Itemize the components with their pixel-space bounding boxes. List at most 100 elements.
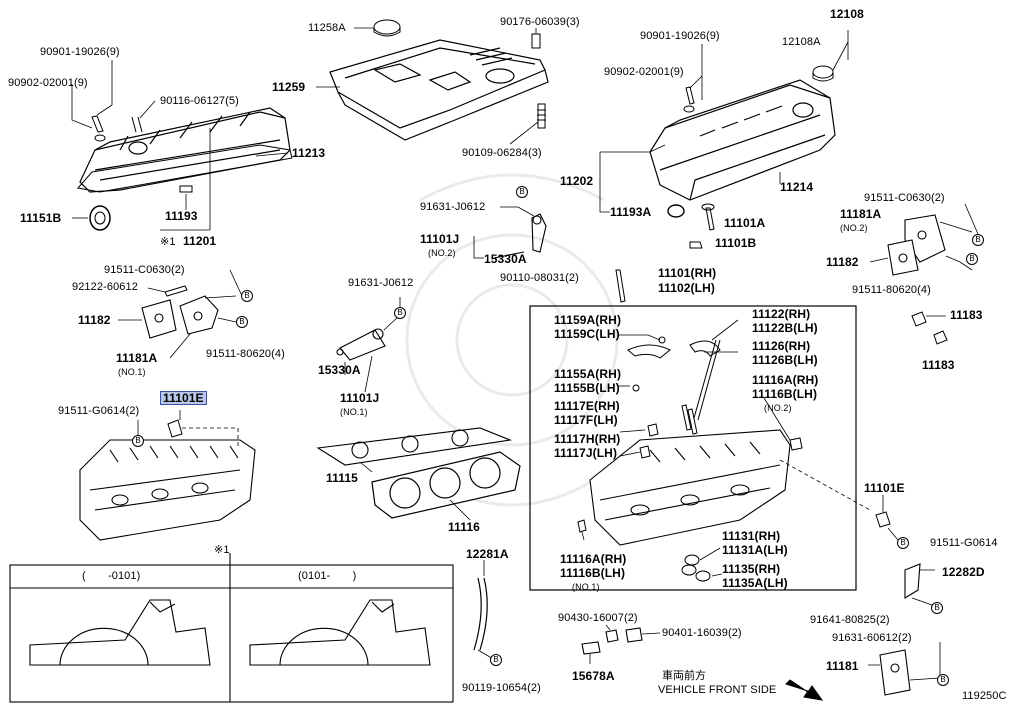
leaders-brackets-left — [118, 269, 243, 359]
diagram-id: 119250C — [962, 690, 1007, 702]
part-label[interactable]: 11182 — [78, 313, 111, 327]
part-label[interactable]: 11126B(LH) — [752, 353, 818, 367]
lifting-bracket-11181 — [879, 649, 911, 696]
part-label[interactable]: 11159A(RH) — [554, 313, 622, 327]
part-label[interactable]: 11101(RH) — [658, 266, 717, 280]
inset-range-left: ( -0101) — [82, 570, 141, 582]
washer-11101B — [689, 241, 703, 249]
part-label[interactable]: 11101E — [864, 481, 905, 495]
part-label[interactable]: 11116B(LH) — [560, 566, 626, 580]
bolt-marker: B — [966, 253, 978, 265]
bracket-11182-right — [887, 239, 919, 276]
oil-cap-11258A — [373, 19, 401, 37]
part-label[interactable]: 11201 — [183, 234, 217, 248]
part-label[interactable]: 11101J — [420, 232, 460, 246]
part-label[interactable]: 90176-06039(3) — [500, 16, 580, 28]
front-arrow-icon — [785, 679, 824, 701]
part-label[interactable]: 12282D — [942, 565, 985, 579]
part-label[interactable]: 11213 — [292, 146, 326, 160]
part-label[interactable]: 12108 — [830, 7, 864, 21]
part-label[interactable]: 11116A(RH) — [560, 552, 627, 566]
bolt-marker: B — [937, 674, 949, 686]
grommet-90176 — [531, 33, 541, 49]
part-label[interactable]: 11193 — [165, 209, 198, 223]
oil-filler-12108 — [812, 65, 834, 82]
part-label[interactable]: 11116B(LH) — [752, 387, 818, 401]
part-label[interactable]: 91511-G0614(2) — [58, 405, 140, 417]
part-label[interactable]: 11101B — [715, 236, 757, 250]
part-label[interactable]: 11122(RH) — [752, 307, 811, 321]
part-label[interactable]: 11101A — [724, 216, 766, 230]
part-label[interactable]: 11258A — [308, 22, 346, 34]
part-label[interactable]: 11131A(LH) — [722, 543, 788, 557]
part-label[interactable]: 11159C(LH) — [554, 327, 620, 341]
part-label[interactable]: 11202 — [560, 174, 594, 188]
part-label[interactable]: 90901-19026(9) — [640, 30, 720, 42]
part-label[interactable]: 11116 — [448, 520, 480, 534]
bracket-12282D — [904, 563, 921, 599]
bolt-marker: B — [931, 602, 943, 614]
part-label[interactable]: 11259 — [272, 80, 306, 94]
part-label[interactable]: 11181 — [826, 659, 859, 673]
part-label[interactable]: 11183 — [922, 358, 955, 372]
part-label[interactable]: 11181A — [116, 351, 158, 365]
part-label[interactable]: 91511-80620(4) — [206, 348, 285, 360]
caps-11183 — [911, 311, 948, 345]
part-label[interactable]: 91511-80620(4) — [852, 284, 931, 296]
valve-cover-bolts-left — [91, 115, 143, 142]
part-label[interactable]: 11117E(RH) — [554, 399, 620, 413]
part-label[interactable]: 11155A(RH) — [554, 367, 622, 381]
part-label[interactable]: 11214 — [780, 180, 814, 194]
part-label[interactable]: 11135(RH) — [722, 562, 781, 576]
stud-92122 — [164, 285, 188, 297]
bolt-11101E-right — [875, 511, 891, 528]
part-label[interactable]: 90119-10654(2) — [462, 682, 541, 694]
leaders-gaskets — [359, 461, 471, 521]
part-label[interactable]: 11182 — [826, 255, 859, 269]
part-label[interactable]: 12108A — [782, 36, 821, 48]
part-label[interactable]: 90109-06284(3) — [462, 147, 542, 159]
part-label[interactable]: 11131(RH) — [722, 529, 781, 543]
part-label[interactable]: 15330A — [318, 363, 361, 377]
part-label[interactable]: 12281A — [466, 547, 509, 561]
part-label[interactable]: 90116-06127(5) — [160, 95, 239, 107]
bolt-marker: B — [516, 186, 528, 198]
part-label[interactable]: 91631-J0612 — [420, 201, 486, 213]
part-label[interactable]: 91511-C0630(2) — [864, 192, 945, 204]
part-label[interactable]: 90401-16039(2) — [662, 627, 742, 639]
part-label[interactable]: 15330A — [484, 252, 527, 266]
part-label[interactable]: 11183 — [950, 308, 983, 322]
part-label[interactable]: 91511-C0630(2) — [104, 264, 185, 276]
part-label[interactable]: 11151B — [20, 211, 62, 225]
part-label[interactable]: 91631-60612(2) — [832, 632, 912, 644]
part-label[interactable]: 90902-02001(9) — [8, 77, 88, 89]
part-label[interactable]: 11117F(LH) — [554, 413, 618, 427]
vvt-sensor-no2 — [493, 213, 547, 259]
valve-parts-right — [577, 336, 803, 582]
part-label[interactable]: 11135A(LH) — [722, 576, 788, 590]
part-label[interactable]: 91641-80825(2) — [810, 614, 890, 626]
part-label[interactable]: 11122B(LH) — [752, 321, 818, 335]
part-label[interactable]: 11117H(RH) — [554, 432, 621, 446]
part-label[interactable]: 11115 — [326, 471, 358, 485]
part-label[interactable]: 91631-J0612 — [348, 277, 414, 289]
part-label[interactable]: 90430-16007(2) — [558, 612, 638, 624]
leaders-right-cover — [599, 30, 849, 213]
part-label[interactable]: 11155B(LH) — [554, 381, 620, 395]
part-label[interactable]: 11193A — [610, 205, 652, 219]
part-label[interactable]: 90901-19026(9) — [40, 46, 120, 58]
part-label[interactable]: 11101J — [340, 391, 380, 405]
part-label[interactable]: 11102(LH) — [658, 281, 715, 295]
part-label[interactable]: 90902-02001(9) — [604, 66, 684, 78]
front-label-jp: 車両前方 — [662, 669, 706, 682]
part-label[interactable]: 92122-60612 — [72, 281, 138, 293]
part-label[interactable]: 11117J(LH) — [554, 446, 618, 460]
part-label[interactable]: 91511-G0614 — [930, 537, 998, 549]
part-label[interactable]: 15678A — [572, 669, 615, 683]
part-label[interactable]: 11126(RH) — [752, 339, 811, 353]
part-label-highlighted[interactable]: 11101E — [160, 391, 207, 405]
part-label[interactable]: 11181A — [840, 207, 882, 221]
part-label[interactable]: 11116A(RH) — [752, 373, 819, 387]
part-label[interactable]: 90110-08031(2) — [500, 272, 579, 284]
